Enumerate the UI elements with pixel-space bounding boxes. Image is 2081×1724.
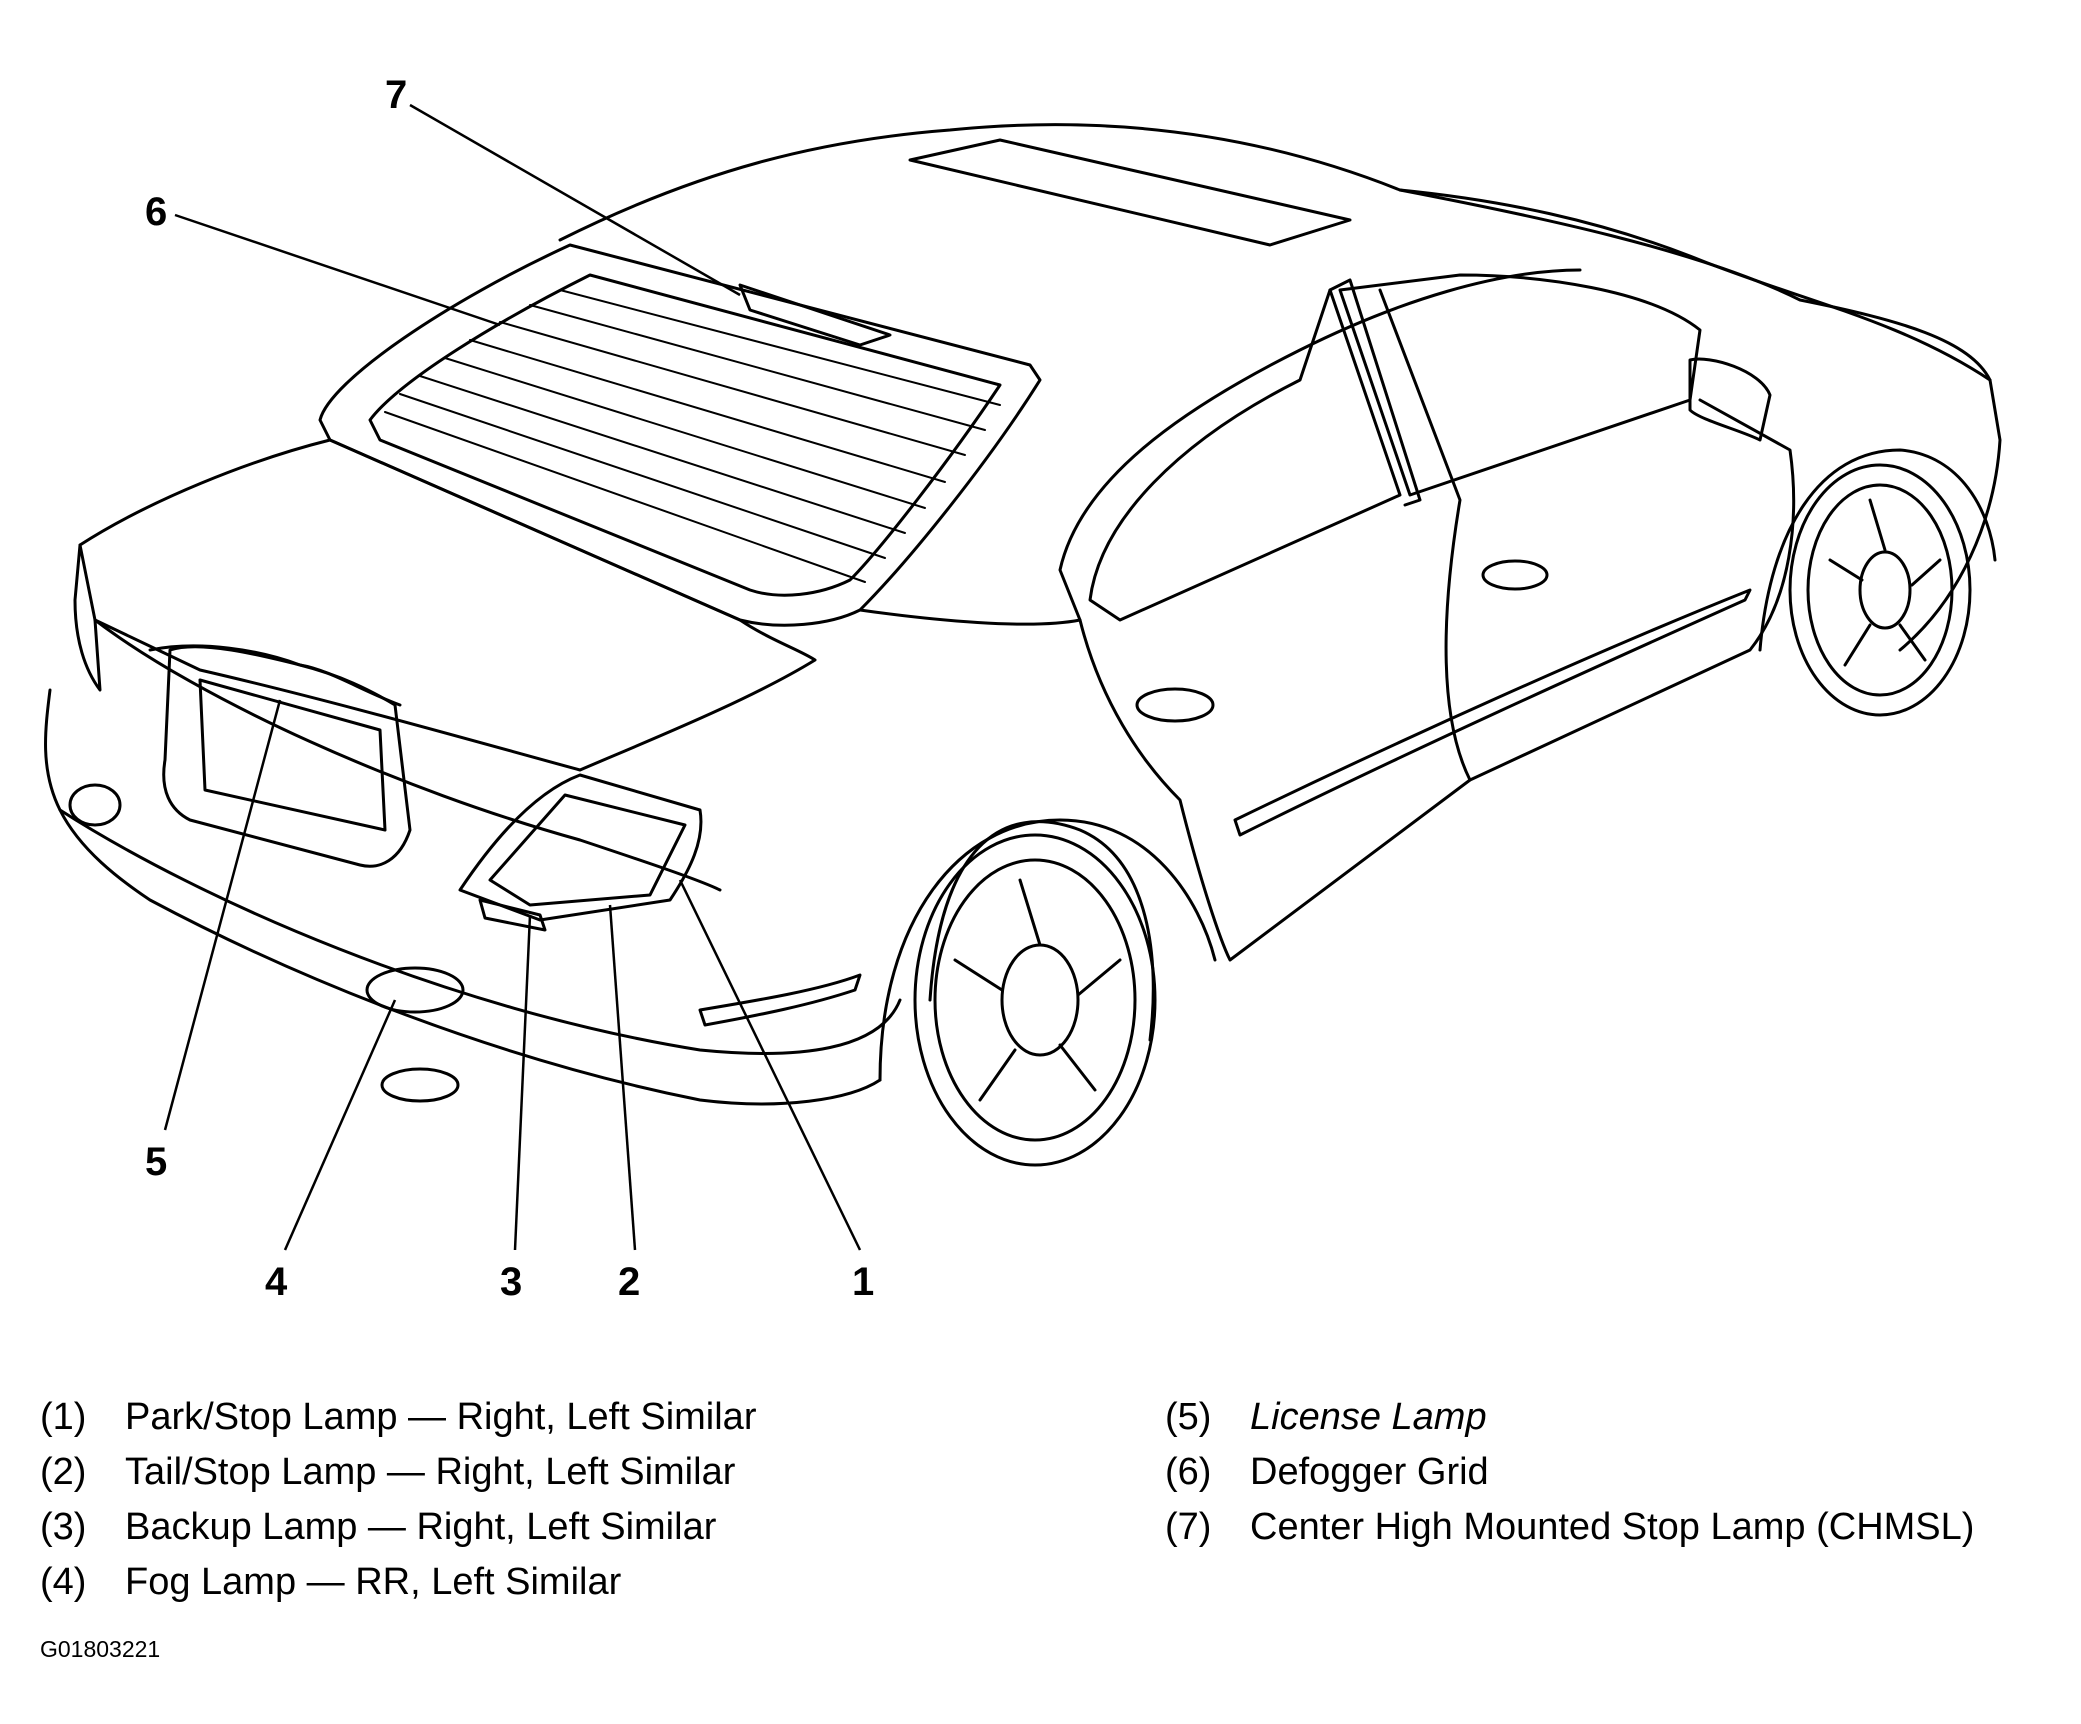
callout-5: 5 [145,1140,167,1184]
left-taillamp-edge [73,543,102,692]
side-mirror [1688,357,1772,442]
leader-line-1 [678,879,862,1251]
leader-line-3 [513,914,532,1251]
legend-num: (1) [40,1396,87,1438]
trunk-garnish [148,644,402,707]
leader-line-7 [409,103,741,297]
legend-right: (5) License Lamp (6) Defogger Grid (7) C… [1165,1390,1974,1555]
legend-item-4: (4) Fog Lamp — RR, Left Similar [40,1555,756,1610]
rear-side-strip [698,973,862,1027]
leader-line-2 [608,904,637,1251]
front-door [1468,398,1796,782]
rear-door-handle [1135,687,1215,723]
chmsl-lamp [738,283,892,347]
car-rear-lamp-diagram: 1 2 3 4 5 6 7 [44,73,2002,1304]
legend-text: Tail/Stop Lamp — Right, Left Similar [125,1451,736,1493]
rear-wheel-arch [878,818,1217,1082]
rear-quarter [858,268,1582,626]
legend-text: License Lamp [1250,1396,1487,1438]
callout-4: 4 [265,1260,288,1304]
leader-line-4 [283,999,397,1251]
figure-id: G01803221 [40,1636,161,1662]
front-door-handle [1481,559,1549,591]
legend-text: Fog Lamp — RR, Left Similar [125,1561,622,1603]
legend-item-2: (2) Tail/Stop Lamp — Right, Left Similar [40,1445,756,1500]
legend-text: Center High Mounted Stop Lamp (CHMSL) [1250,1506,1975,1548]
sunroof [908,138,1352,247]
b-pillar [1328,278,1422,507]
rear-window-outer [318,243,1042,627]
leader-line-6 [174,213,501,327]
legend-text: Defogger Grid [1250,1451,1489,1493]
taillamp-inner [488,793,687,907]
legend-num: (6) [1165,1451,1212,1493]
roof-outline [558,123,2002,652]
legend-text: Backup Lamp — Right, Left Similar [125,1506,717,1548]
legend-num: (7) [1165,1506,1212,1548]
front-wheel [1788,463,1972,717]
fog-lamp [365,966,465,1014]
legend-num: (3) [40,1506,87,1548]
side-molding [1233,588,1752,837]
license-plate-recess [162,645,412,868]
bumper-upper-edge [93,618,722,892]
hood-edge [1398,188,1992,382]
rear-door-window [1088,288,1402,622]
license-plate-inner [198,678,387,832]
defogger-grid-lines [384,289,1001,583]
legend-item-7: (7) Center High Mounted Stop Lamp (CHMSL… [1165,1500,1974,1555]
front-wheel-arch [1758,448,1997,652]
legend-text: Park/Stop Lamp — Right, Left Similar [125,1396,757,1438]
rear-wheel [913,820,1157,1167]
callout-6: 6 [145,190,167,234]
legend-item-1: (1) Park/Stop Lamp — Right, Left Similar [40,1390,756,1445]
front-door-window [1338,273,1702,497]
legend-num: (5) [1165,1396,1212,1438]
callout-7: 7 [385,73,407,117]
rear-door [1078,288,1472,962]
legend-num: (4) [40,1561,87,1603]
leader-line-5 [163,699,282,1131]
rear-window-glass [368,273,1002,597]
callout-1: 1 [852,1260,874,1304]
legend-item-3: (3) Backup Lamp — Right, Left Similar [40,1500,756,1555]
legend-item-5: (5) License Lamp [1165,1390,1974,1445]
backup-lamp [478,898,547,932]
legend-num: (2) [40,1451,87,1493]
legend-item-6: (6) Defogger Grid [1165,1445,1974,1500]
taillamp-assembly [458,773,703,922]
exhaust-tip [380,1067,460,1103]
left-reflector [68,783,122,827]
callout-3: 3 [500,1260,522,1304]
callout-2: 2 [618,1260,640,1304]
rear-bumper [44,688,902,1055]
trunk-lid [78,438,817,772]
legend-left: (1) Park/Stop Lamp — Right, Left Similar… [40,1390,756,1610]
